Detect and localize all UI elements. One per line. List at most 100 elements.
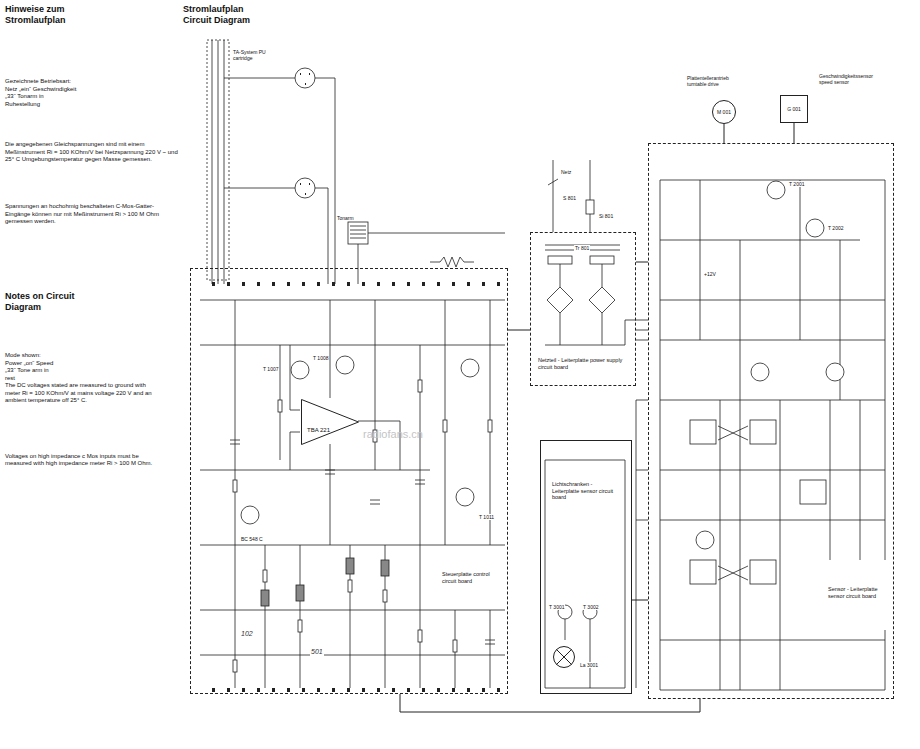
resistor-symbol (488, 420, 492, 432)
node-text: Netzteil - Leiterplatte power supply cir… (537, 357, 631, 370)
label-slot: 501 (310, 640, 330, 658)
label-slot: Hinweise zum Stromlaufplan (4, 4, 76, 27)
node-text: Lichtschranken - Leiterplatte sensor cir… (551, 481, 617, 501)
label-slot: +12V (703, 262, 729, 280)
resistor-symbol (348, 580, 352, 592)
note-text: Voltages on high impedance c Mos inputs … (4, 453, 154, 468)
tonearm-coil (348, 222, 368, 244)
gate-symbol (750, 420, 776, 444)
part-type: BC 548 C (240, 536, 264, 542)
node-text: Steuerplatte control circuit board (441, 571, 503, 584)
note-text: Spannungen an hochohmig beschalteten C-M… (4, 203, 179, 226)
connector-row (212, 688, 505, 692)
label-slot: Plattentellerantrieb turntable drive (686, 72, 740, 90)
resistor-symbol (298, 620, 302, 632)
trimmer-symbol (381, 560, 389, 576)
section-heading: Notes on Circuit Diagram (4, 291, 84, 314)
label-slot: Netz (560, 160, 590, 178)
part-name: T 3002 (582, 604, 599, 610)
gate-symbol (800, 480, 826, 504)
motor-circle: M 001 (712, 100, 736, 124)
part-name: T 2001 (788, 181, 805, 187)
rectifier-bridge (589, 287, 615, 313)
control-board-wires (200, 300, 505, 688)
transistor-symbol (806, 219, 824, 237)
wire-connector (636, 262, 648, 263)
capacitor-symbols (230, 440, 495, 644)
part-name: Si 801 (598, 213, 614, 219)
resistor-symbol (418, 630, 422, 642)
label-slot: 102 (240, 622, 260, 640)
diagram-title: Stromlaufplan Circuit Diagram (183, 4, 263, 27)
opamp-triangle: TBA 221 (301, 399, 359, 445)
node-text-slot: Netzteil - Leiterplatte power supply cir… (537, 355, 631, 373)
gate-symbol (690, 560, 716, 584)
label-slot: T 3001 (548, 595, 572, 613)
watermark: radiofans.cn (362, 428, 424, 442)
transistor-symbol (696, 531, 714, 549)
part-heading: Plattentellerantrieb turntable drive (686, 75, 740, 88)
circuit-board: Lichtschranken - Leiterplatte sensor cir… (540, 440, 632, 694)
sensor-box: G 001 (780, 95, 808, 123)
part-name: T 1007 (262, 366, 279, 372)
label-slot: TA-System PU cartridge (232, 46, 276, 64)
label-slot: Gezeichnete Betriebsart: Netz „ein“ Gesc… (4, 78, 78, 110)
transistor-symbol (456, 488, 474, 506)
label-slot: Si 801 (598, 204, 628, 222)
circuit-board: Netzteil - Leiterplatte power supply cir… (530, 232, 636, 386)
note-text: Die angegebenen Gleichspannungen sind mi… (4, 141, 179, 164)
label-slot: T 1007 (262, 357, 292, 375)
circuit-board: Sensor - Leiterplatte sensor circuit boa… (648, 143, 894, 699)
node-outline (553, 646, 575, 668)
part-name: S 801 (562, 195, 577, 201)
part-name: T 1008 (312, 355, 329, 361)
transformer-coil (590, 256, 614, 264)
note-text: Gezeichnete Betriebsart: Netz „ein“ Gesc… (4, 78, 78, 108)
node-text-slot: Steuerplatte control circuit board (441, 569, 503, 587)
section-heading: Hinweise zum Stromlaufplan (4, 4, 76, 27)
cable-wires (212, 40, 335, 284)
wire-connector (794, 123, 795, 143)
note-text: Mode shown: Power „on“ Speed „33“ Tone a… (4, 352, 60, 382)
coil-hatch (350, 226, 505, 284)
transistor-symbol (336, 356, 354, 374)
resistor-symbol (443, 420, 447, 432)
handwritten-note: 102 (240, 630, 254, 639)
fuse-symbol (586, 200, 594, 214)
node-text: La 3001 (579, 662, 599, 668)
resistor-symbol (233, 480, 237, 492)
flip-flop-cross (718, 426, 748, 580)
part-name: TA-System PU cartridge (232, 49, 276, 62)
transistor-symbol (751, 363, 769, 381)
node-text-slot: Sensor - Leiterplatte sensor circuit boa… (827, 584, 881, 602)
part-heading: Geschwindigkeitssensor speed sensor (818, 73, 882, 86)
transistor-symbol (826, 363, 844, 381)
gate-symbol (750, 560, 776, 584)
trimmer-symbol (296, 585, 304, 601)
transistor-symbol (461, 359, 479, 377)
part-name: Tr 801 (574, 245, 590, 251)
label-slot: Voltages on high impedance c Mos inputs … (4, 451, 154, 469)
node-text: M 001 (716, 109, 732, 115)
title-slot: Stromlaufplan Circuit Diagram (183, 4, 263, 27)
wire-connector (632, 600, 648, 601)
part-name: T 2002 (827, 225, 844, 231)
transistor-symbol (767, 181, 785, 199)
label-slot: T 2002 (827, 216, 857, 234)
wire-connector (724, 124, 725, 143)
rectifier-bridge (547, 287, 573, 313)
label-slot: T 3002 (582, 595, 606, 613)
transformer-coil (548, 256, 572, 264)
resistor-symbol (278, 400, 282, 412)
label-slot: Die angegebenen Gleichspannungen sind mi… (4, 141, 179, 165)
note-text: The DC voltages stated are measured to g… (4, 382, 154, 405)
label-slot: Geschwindigkeitssensor speed sensor (818, 70, 882, 88)
lamp-cross (556, 649, 571, 664)
wire-connector (508, 330, 530, 331)
label-slot: Tr 801 (574, 236, 604, 254)
